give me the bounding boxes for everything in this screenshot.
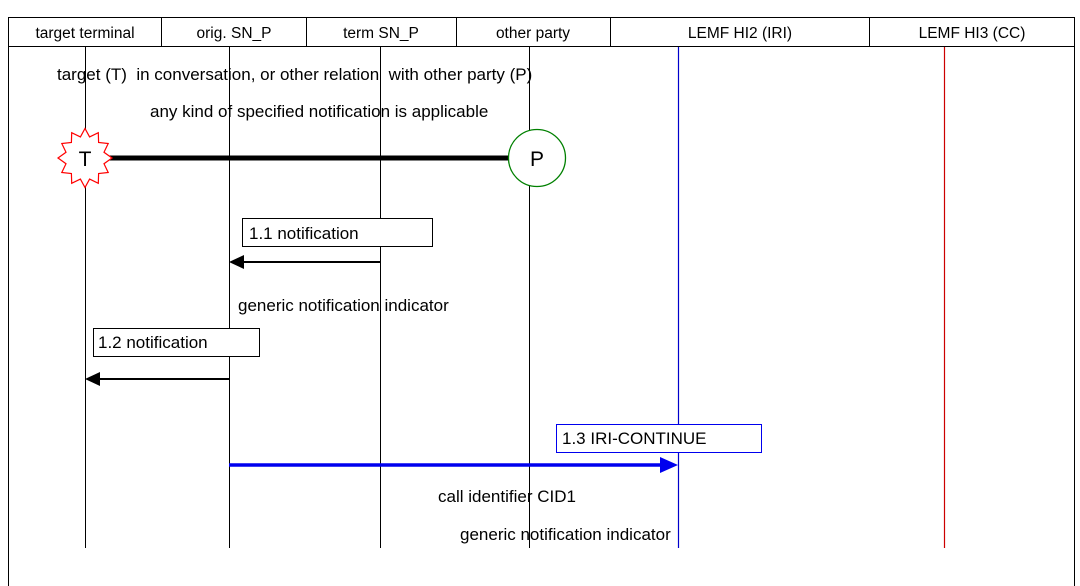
column-header-other-party: other party: [496, 25, 570, 42]
message-1-3: 1.3 IRI-CONTINUE call identifier CID1 ge…: [229, 424, 762, 544]
message-1-2: 1.2 notification: [85, 328, 260, 386]
party-node-label: P: [530, 148, 544, 171]
message-1-3-note-cid: call identifier CID1: [438, 487, 576, 506]
message-label-box: [556, 424, 762, 453]
relation-note: target (T) in conversation, or other rel…: [57, 65, 532, 84]
applicable-note: any kind of specified notification is ap…: [150, 102, 488, 121]
message-1-2-label: 1.2 notification: [98, 333, 208, 352]
message-1-1-note: generic notification indicator: [238, 296, 449, 315]
arrow-head-left-icon: [85, 372, 100, 386]
column-header-lemf-hi2: LEMF HI2 (IRI): [688, 25, 792, 42]
party-circle-node: P: [507, 128, 567, 188]
message-label-box: [242, 218, 433, 247]
arrow-head-right-icon: [660, 457, 678, 473]
message-label-box: [93, 328, 260, 357]
message-1-3-note-indicator: generic notification indicator: [460, 525, 671, 544]
message-1-1-label: 1.1 notification: [249, 224, 359, 243]
column-header-target-terminal: target terminal: [35, 25, 134, 42]
arrow-head-left-icon: [229, 255, 244, 269]
header-row: target terminal orig. SN_P term SN_P oth…: [8, 17, 1075, 47]
column-header-term-sn-p: term SN_P: [343, 25, 419, 42]
column-header-orig-sn-p: orig. SN_P: [197, 25, 272, 42]
target-star-node: T: [56, 127, 114, 189]
target-node-label: T: [79, 148, 92, 171]
star-burst-icon: [56, 127, 114, 189]
column-header-lemf-hi3: LEMF HI3 (CC): [919, 25, 1026, 42]
message-1-1: 1.1 notification generic notification in…: [229, 218, 449, 315]
message-1-3-label: 1.3 IRI-CONTINUE: [562, 429, 707, 448]
party-circle-icon: [507, 128, 567, 188]
diagram-frame: [8, 17, 1075, 586]
